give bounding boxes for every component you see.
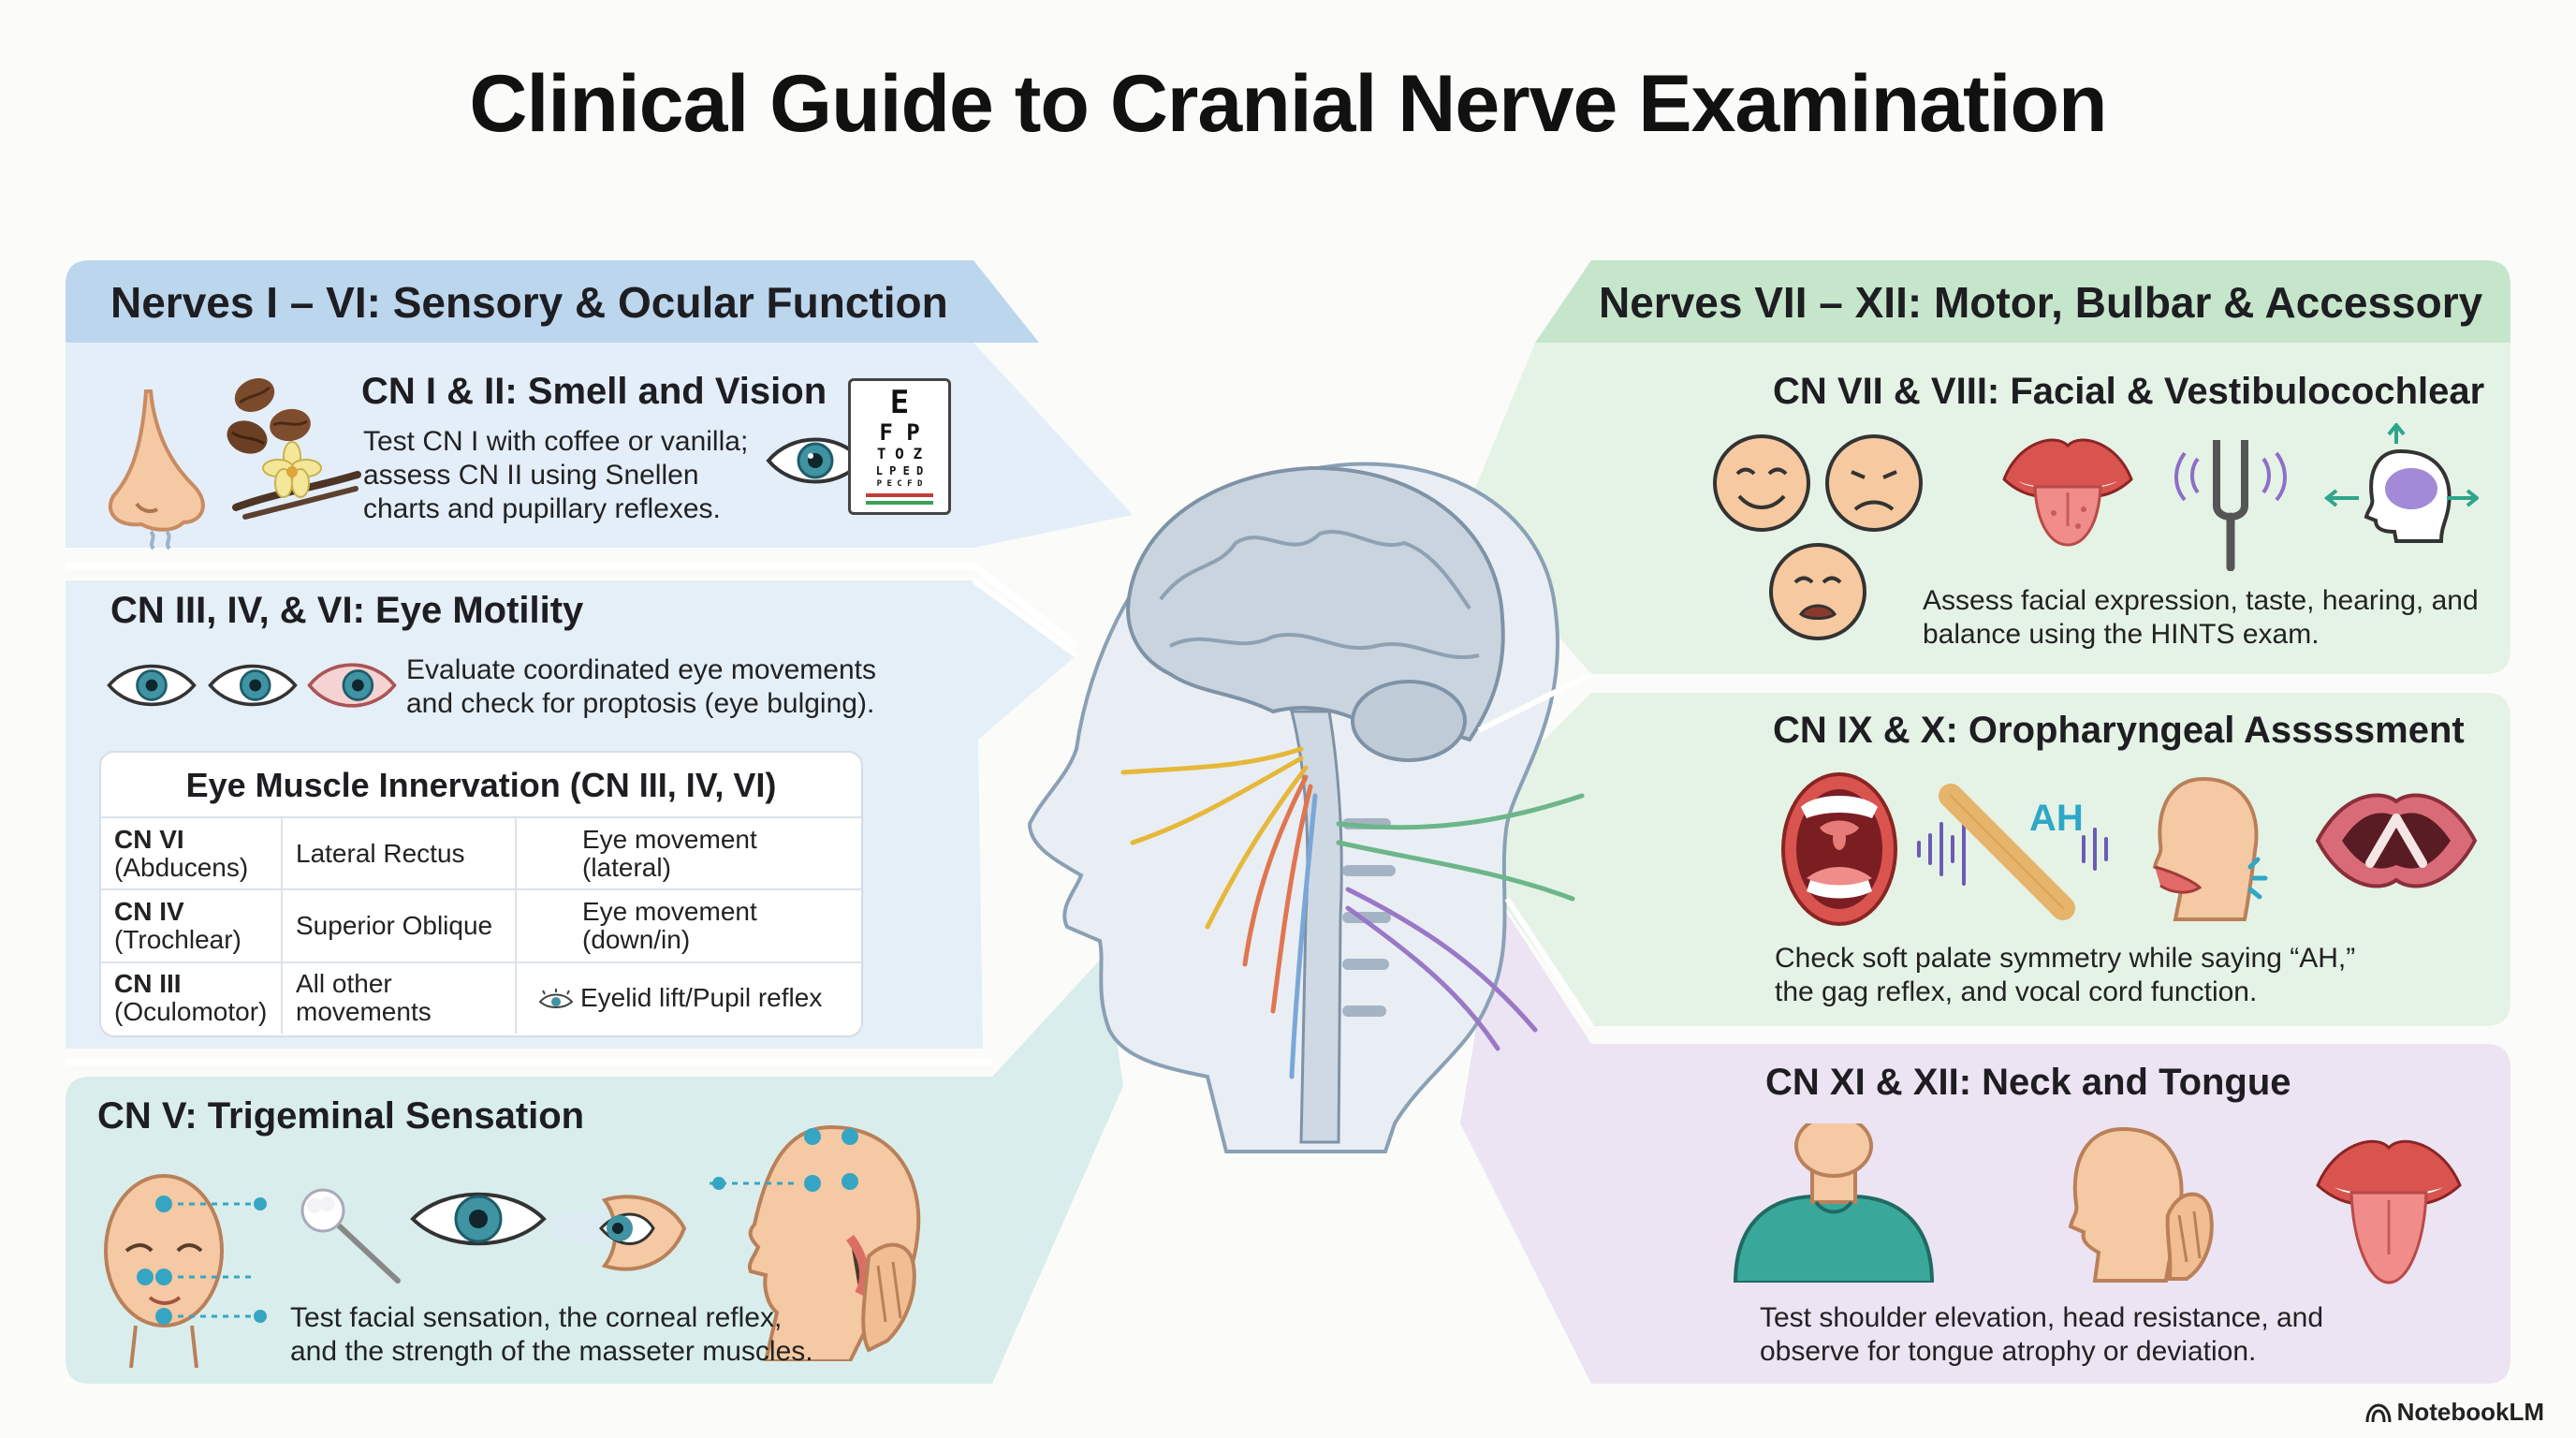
left-section-header: Nerves I – VI: Sensory & Ocular Function (110, 278, 948, 327)
right-section-header: Nerves VII – XII: Motor, Bulbar & Access… (1599, 278, 2483, 327)
neck-tongue-title: CN XI & XII: Neck and Tongue (1765, 1062, 2291, 1103)
gag-reflex-head-icon (2152, 776, 2268, 921)
eye-icon (766, 437, 865, 484)
right-green-panel-1 (1460, 343, 2510, 674)
eye-proptosis-icon (307, 663, 397, 708)
nose-icon (108, 389, 205, 550)
tongue-depressor-ah-icon (1917, 784, 2108, 920)
cotton-swab-icon (300, 1188, 401, 1284)
eye-muscle-table-title: Eye Muscle Innervation (CN III, IV, VI) (185, 766, 777, 804)
notebooklm-logo: NotebookLM (2365, 1398, 2544, 1427)
masseter-head-icon (710, 1124, 921, 1361)
ah-label: AH (2029, 798, 2084, 839)
trigeminal-title: CN V: Trigeminal Sensation (97, 1095, 585, 1137)
smell-vision-description: Test CN I with coffee or vanilla; assess… (363, 426, 749, 524)
open-mouth-palate-icon (1781, 772, 1897, 926)
tongue-taste-icon (2002, 438, 2133, 547)
eye-muscle-table: Eye Muscle Innervation (CN III, IV, VI) … (99, 751, 863, 1037)
smell-vision-title: CN I & II: Smell and Vision (361, 371, 827, 412)
trigeminal-description: Test facial sensation, the corneal refle… (290, 1302, 813, 1367)
eye-center-icon (107, 664, 197, 707)
coffee-bean-vanilla-icon (227, 378, 361, 520)
facial-expression-faces-icon (1713, 434, 1923, 640)
oropharyngeal-title: CN IX & X: Oropharyngeal Asssssment (1773, 710, 2465, 751)
corneal-reflex-eye-icon (410, 1192, 687, 1271)
tuning-fork-icon (2174, 440, 2287, 571)
right-green-panel-2 (1479, 693, 2510, 1026)
tongue-protrusion-icon (2316, 1139, 2462, 1284)
shoulder-shrug-icon (1733, 1123, 1935, 1283)
face-dermatome-icon (104, 1174, 267, 1368)
vocal-cords-icon (2315, 793, 2478, 888)
eye-right-gaze-icon (208, 664, 298, 707)
head-anatomy-illustration (972, 462, 1594, 1153)
eye-motility-description: Evaluate coordinated eye movements and c… (406, 654, 876, 719)
balance-head-icon (2323, 423, 2479, 543)
eyelid-icon (538, 989, 574, 1009)
oropharyngeal-description: Check soft palate symmetry while saying … (1775, 943, 2356, 1007)
head-resistance-icon (2068, 1126, 2214, 1283)
eye-motility-title: CN III, IV, & VI: Eye Motility (110, 590, 584, 631)
notebooklm-logo-icon (2365, 1403, 2392, 1423)
neck-tongue-description: Test shoulder elevation, head resistance… (1760, 1302, 2324, 1367)
table-row: CN IV(Trochlear) Superior Oblique Eye mo… (101, 888, 861, 962)
left-header-bar (66, 260, 1039, 343)
facial-title: CN VII & VIII: Facial & Vestibulocochlea… (1773, 371, 2485, 412)
right-header-bar (1535, 260, 2510, 343)
snellen-chart: E F P T O Z L P E D P E C F D (848, 378, 951, 515)
table-row: CN VI(Abducens) Lateral Rectus Eye movem… (101, 815, 861, 890)
right-purple-panel (1460, 899, 2510, 1384)
facial-description: Assess facial expression, taste, hearing… (1923, 585, 2479, 650)
page-title: Clinical Guide to Cranial Nerve Examinat… (469, 59, 2107, 149)
